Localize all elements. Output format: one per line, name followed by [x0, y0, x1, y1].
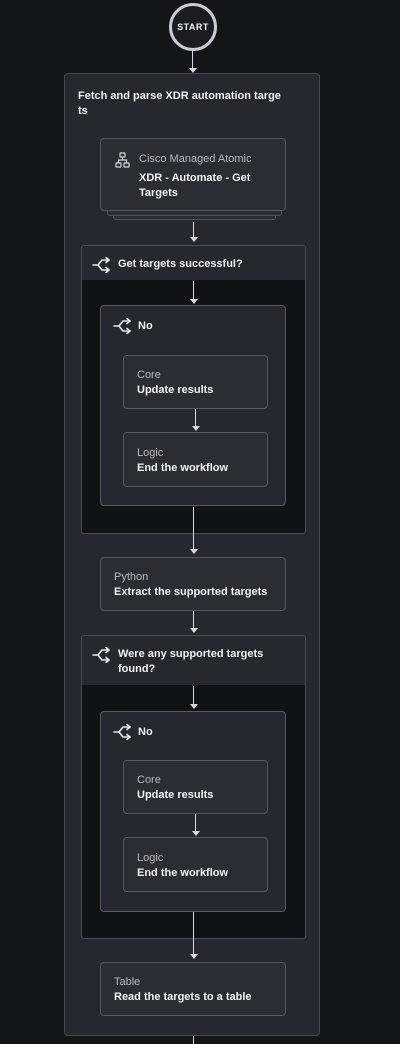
step-extract-targets[interactable]: Python Extract the supported targets	[100, 557, 286, 611]
branch-header: No	[101, 306, 285, 334]
step-type: Logic	[137, 447, 164, 459]
step-name: End the workflow	[137, 867, 229, 879]
connector-arrow	[189, 68, 197, 73]
step-end-workflow[interactable]: Logic End the workflow	[123, 432, 268, 487]
atomic-card[interactable]: Cisco Managed Atomic XDR - Automate - Ge…	[100, 138, 286, 211]
connector-arrow	[190, 628, 198, 633]
start-node[interactable]: START	[169, 3, 217, 51]
connector-arrow	[190, 549, 198, 554]
hierarchy-icon	[115, 152, 130, 168]
step-type: Python	[114, 571, 149, 583]
step-name: Read the targets to a table	[114, 991, 252, 1003]
branch-icon	[113, 724, 133, 740]
connector-line	[193, 222, 194, 237]
connector-arrow	[190, 299, 198, 304]
step-name: End the workflow	[137, 462, 229, 474]
condition-header: Get targets successful?	[82, 246, 305, 280]
step-update-results[interactable]: Core Update results	[123, 355, 268, 409]
atomic-name: XDR - Automate - Get Targets	[139, 172, 251, 199]
connector-arrow	[190, 704, 198, 709]
connector-arrow	[192, 831, 200, 836]
branch-header: No	[101, 712, 285, 740]
step-name: Extract the supported targets	[114, 586, 268, 598]
step-end-workflow[interactable]: Logic End the workflow	[123, 837, 268, 892]
connector-line	[193, 281, 194, 299]
step-name: Update results	[137, 789, 214, 801]
atomic-type: Cisco Managed Atomic	[139, 153, 252, 165]
step-type: Core	[137, 774, 161, 786]
condition-label: Get targets successful?	[118, 258, 243, 270]
connector-line	[193, 507, 194, 549]
step-update-results[interactable]: Core Update results	[123, 760, 268, 814]
connector-line	[193, 1036, 194, 1044]
branch-label: No	[138, 320, 153, 332]
connector-arrow	[190, 954, 198, 959]
branch-icon	[92, 257, 112, 273]
branch-icon	[113, 318, 133, 334]
branch-icon	[92, 647, 112, 663]
step-type: Table	[114, 976, 141, 988]
group-title: Fetch and parse XDR automation targets	[78, 90, 281, 117]
step-type: Core	[137, 369, 161, 381]
connector-line	[193, 611, 194, 628]
connector-line	[193, 912, 194, 954]
connector-arrow	[192, 426, 200, 431]
connector-line	[193, 686, 194, 704]
start-label: START	[177, 22, 209, 32]
condition-header: Were any supported targets found?	[82, 636, 305, 685]
step-type: Logic	[137, 852, 164, 864]
step-read-targets-table[interactable]: Table Read the targets to a table	[100, 962, 286, 1016]
step-name: Update results	[137, 384, 214, 396]
connector-line	[195, 409, 196, 426]
connector-line	[192, 51, 193, 68]
condition-label: Were any supported targets found?	[118, 648, 264, 675]
branch-label: No	[138, 726, 153, 738]
connector-line	[195, 814, 196, 831]
connector-arrow	[190, 237, 198, 242]
